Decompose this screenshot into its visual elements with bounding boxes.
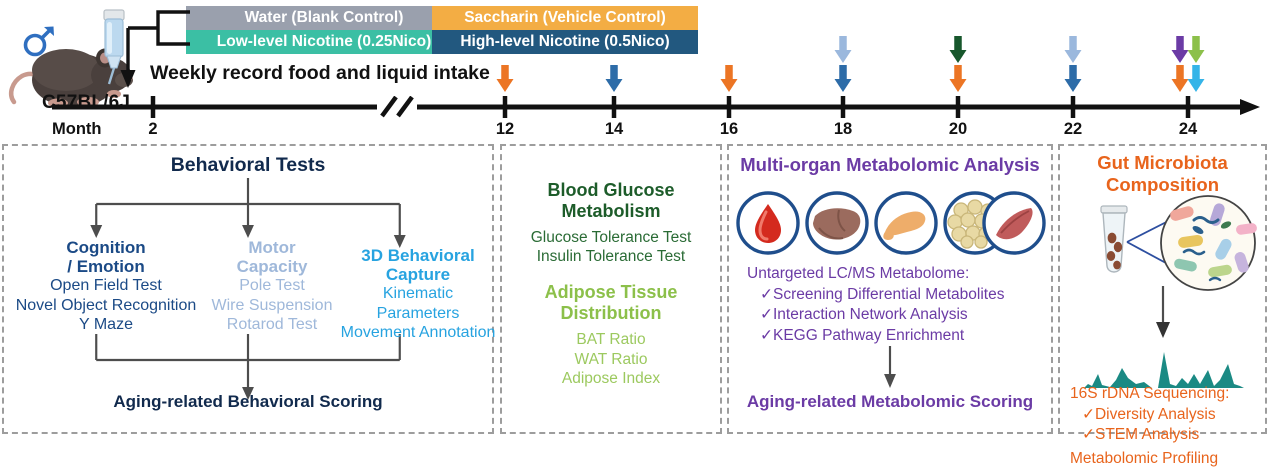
legend-saccharin: Saccharin (Vehicle Control) [432, 6, 698, 30]
gut-body-item-1: ✓Diversity Analysis [1070, 405, 1260, 426]
glucose-title: Blood Glucose Metabolism [502, 180, 720, 222]
bt-col3-head-1: 3D Behavioral [361, 246, 474, 265]
legend-low-nicotine: Low-level Nicotine (0.25Nico) [186, 30, 462, 54]
bt-col2-item-3: Rotarod Test [200, 315, 344, 335]
glucose-item-2: Insulin Tolerance Test [502, 247, 720, 266]
timeline-arrow-month-18-1 [834, 65, 853, 92]
tick-label-month-12: 12 [496, 120, 514, 139]
month-axis-label: Month [52, 120, 101, 139]
gut-body-last: Metabolomic Profiling [1070, 446, 1260, 469]
metabolomic-title: Multi-organ Metabolomic Analysis [729, 154, 1051, 176]
behavior-title: Behavioral Tests [4, 154, 492, 177]
timeline-arrow-month-14-0 [605, 65, 624, 92]
timeline-axis [52, 96, 1262, 118]
timeline-arrow-month-22-1 [1064, 65, 1083, 92]
bt-col3-item-1: Kinematic Parameters [340, 284, 496, 323]
timeline-arrow-month-24-1 [1187, 36, 1206, 63]
bt-col1-item-3: Y Maze [8, 315, 204, 335]
panel-metabolomic: Multi-organ Metabolomic Analysis [727, 144, 1053, 434]
gut-title: Gut Microbiota Composition [1060, 152, 1265, 196]
bt-col2-head-1: Motor [248, 238, 295, 257]
timeline-arrow-month-20-1 [949, 65, 968, 92]
bt-col2-item-2: Wire Suspension [200, 296, 344, 316]
gut-body-heading: 16S rDNA Sequencing: [1070, 384, 1260, 405]
panel-behavioral-tests: Behavioral Tests Cognition / Emotion Ope… [2, 144, 494, 434]
metabolomic-body-item-3: ✓KEGG Pathway Enrichment [747, 326, 1039, 347]
bt-col1-item-1: Open Field Test [8, 276, 204, 296]
tick-label-month-16: 16 [720, 120, 738, 139]
adipose-title: Adipose Tissue Distribution [502, 282, 720, 324]
bt-col1-item-2: Novel Object Recognition [8, 296, 204, 316]
bt-col2-item-1: Pole Test [200, 276, 344, 296]
timeline-arrow-month-22-0 [1064, 36, 1083, 63]
glucose-items: Glucose Tolerance Test Insulin Tolerance… [502, 228, 720, 266]
gut-body-item-2: ✓STEM Analysis [1070, 425, 1260, 446]
tick-label-month-14: 14 [605, 120, 623, 139]
gut-body: 16S rDNA Sequencing: ✓Diversity Analysis… [1070, 384, 1260, 469]
bt-col1-head-1: Cognition [66, 238, 145, 257]
tick-label-month-2: 2 [148, 120, 157, 139]
adipose-item-2: WAT Ratio [502, 350, 720, 370]
timeline-arrow-month-12-0 [496, 65, 515, 92]
metabolomic-score-label: Aging-related Metabolomic Scoring [729, 392, 1051, 412]
metabolomic-body: Untargeted LC/MS Metabolome: ✓Screening … [747, 264, 1039, 346]
tick-label-month-22: 22 [1064, 120, 1082, 139]
glucose-title-line-2: Metabolism [502, 201, 720, 222]
glucose-title-line-1: Blood Glucose [502, 180, 720, 201]
adipose-title-line-2: Distribution [502, 303, 720, 324]
timeline-arrow-month-24-3 [1187, 65, 1206, 92]
behavior-column-motor: Motor Capacity Pole Test Wire Suspension… [200, 238, 344, 335]
gut-title-line-1: Gut Microbiota [1060, 152, 1265, 174]
glucose-item-1: Glucose Tolerance Test [502, 228, 720, 247]
behavior-column-3d-capture: 3D Behavioral Capture Kinematic Paramete… [340, 246, 496, 343]
gut-title-line-2: Composition [1060, 174, 1265, 196]
tick-label-month-20: 20 [949, 120, 967, 139]
behavior-column-cognition: Cognition / Emotion Open Field Test Nove… [8, 238, 204, 335]
adipose-title-line-1: Adipose Tissue [502, 282, 720, 303]
tube-icon [1101, 206, 1127, 272]
bt-col3-head-2: Capture [386, 265, 450, 284]
organ-icon-row [735, 190, 1047, 256]
metabolomic-down-arrow [729, 346, 1051, 390]
gut-graphic [1066, 194, 1262, 350]
panel-blood-glucose: Blood Glucose Metabolism Glucose Toleran… [500, 144, 722, 434]
timeline-arrow-month-20-0 [949, 36, 968, 63]
tick-label-month-24: 24 [1179, 120, 1197, 139]
legend-high-nicotine: High-level Nicotine (0.5Nico) [432, 30, 698, 54]
legend-water: Water (Blank Control) [186, 6, 462, 30]
bt-col3-item-2: Movement Annotation [340, 323, 496, 343]
behavior-score-label: Aging-related Behavioral Scoring [4, 392, 492, 412]
metabolomic-body-item-1: ✓Screening Differential Metabolites [747, 285, 1039, 306]
timeline-arrow-month-18-0 [834, 36, 853, 63]
tick-label-month-18: 18 [834, 120, 852, 139]
panel-gut-microbiota: Gut Microbiota Composition [1058, 144, 1267, 434]
bt-col2-head-2: Capacity [237, 257, 308, 276]
adipose-item-1: BAT Ratio [502, 330, 720, 350]
bt-col1-head-2: / Emotion [67, 257, 144, 276]
timeline-arrow-month-16-0 [720, 65, 739, 92]
adipose-item-3: Adipose Index [502, 369, 720, 389]
bacteria-circle-icon [1161, 196, 1258, 290]
metabolomic-body-heading: Untargeted LC/MS Metabolome: [747, 264, 1039, 285]
metabolomic-body-item-2: ✓Interaction Network Analysis [747, 305, 1039, 326]
chromatogram-icon [1078, 344, 1250, 388]
weekly-record-note: Weekly record food and liquid intake [150, 62, 490, 85]
adipose-items: BAT Ratio WAT Ratio Adipose Index [502, 330, 720, 389]
